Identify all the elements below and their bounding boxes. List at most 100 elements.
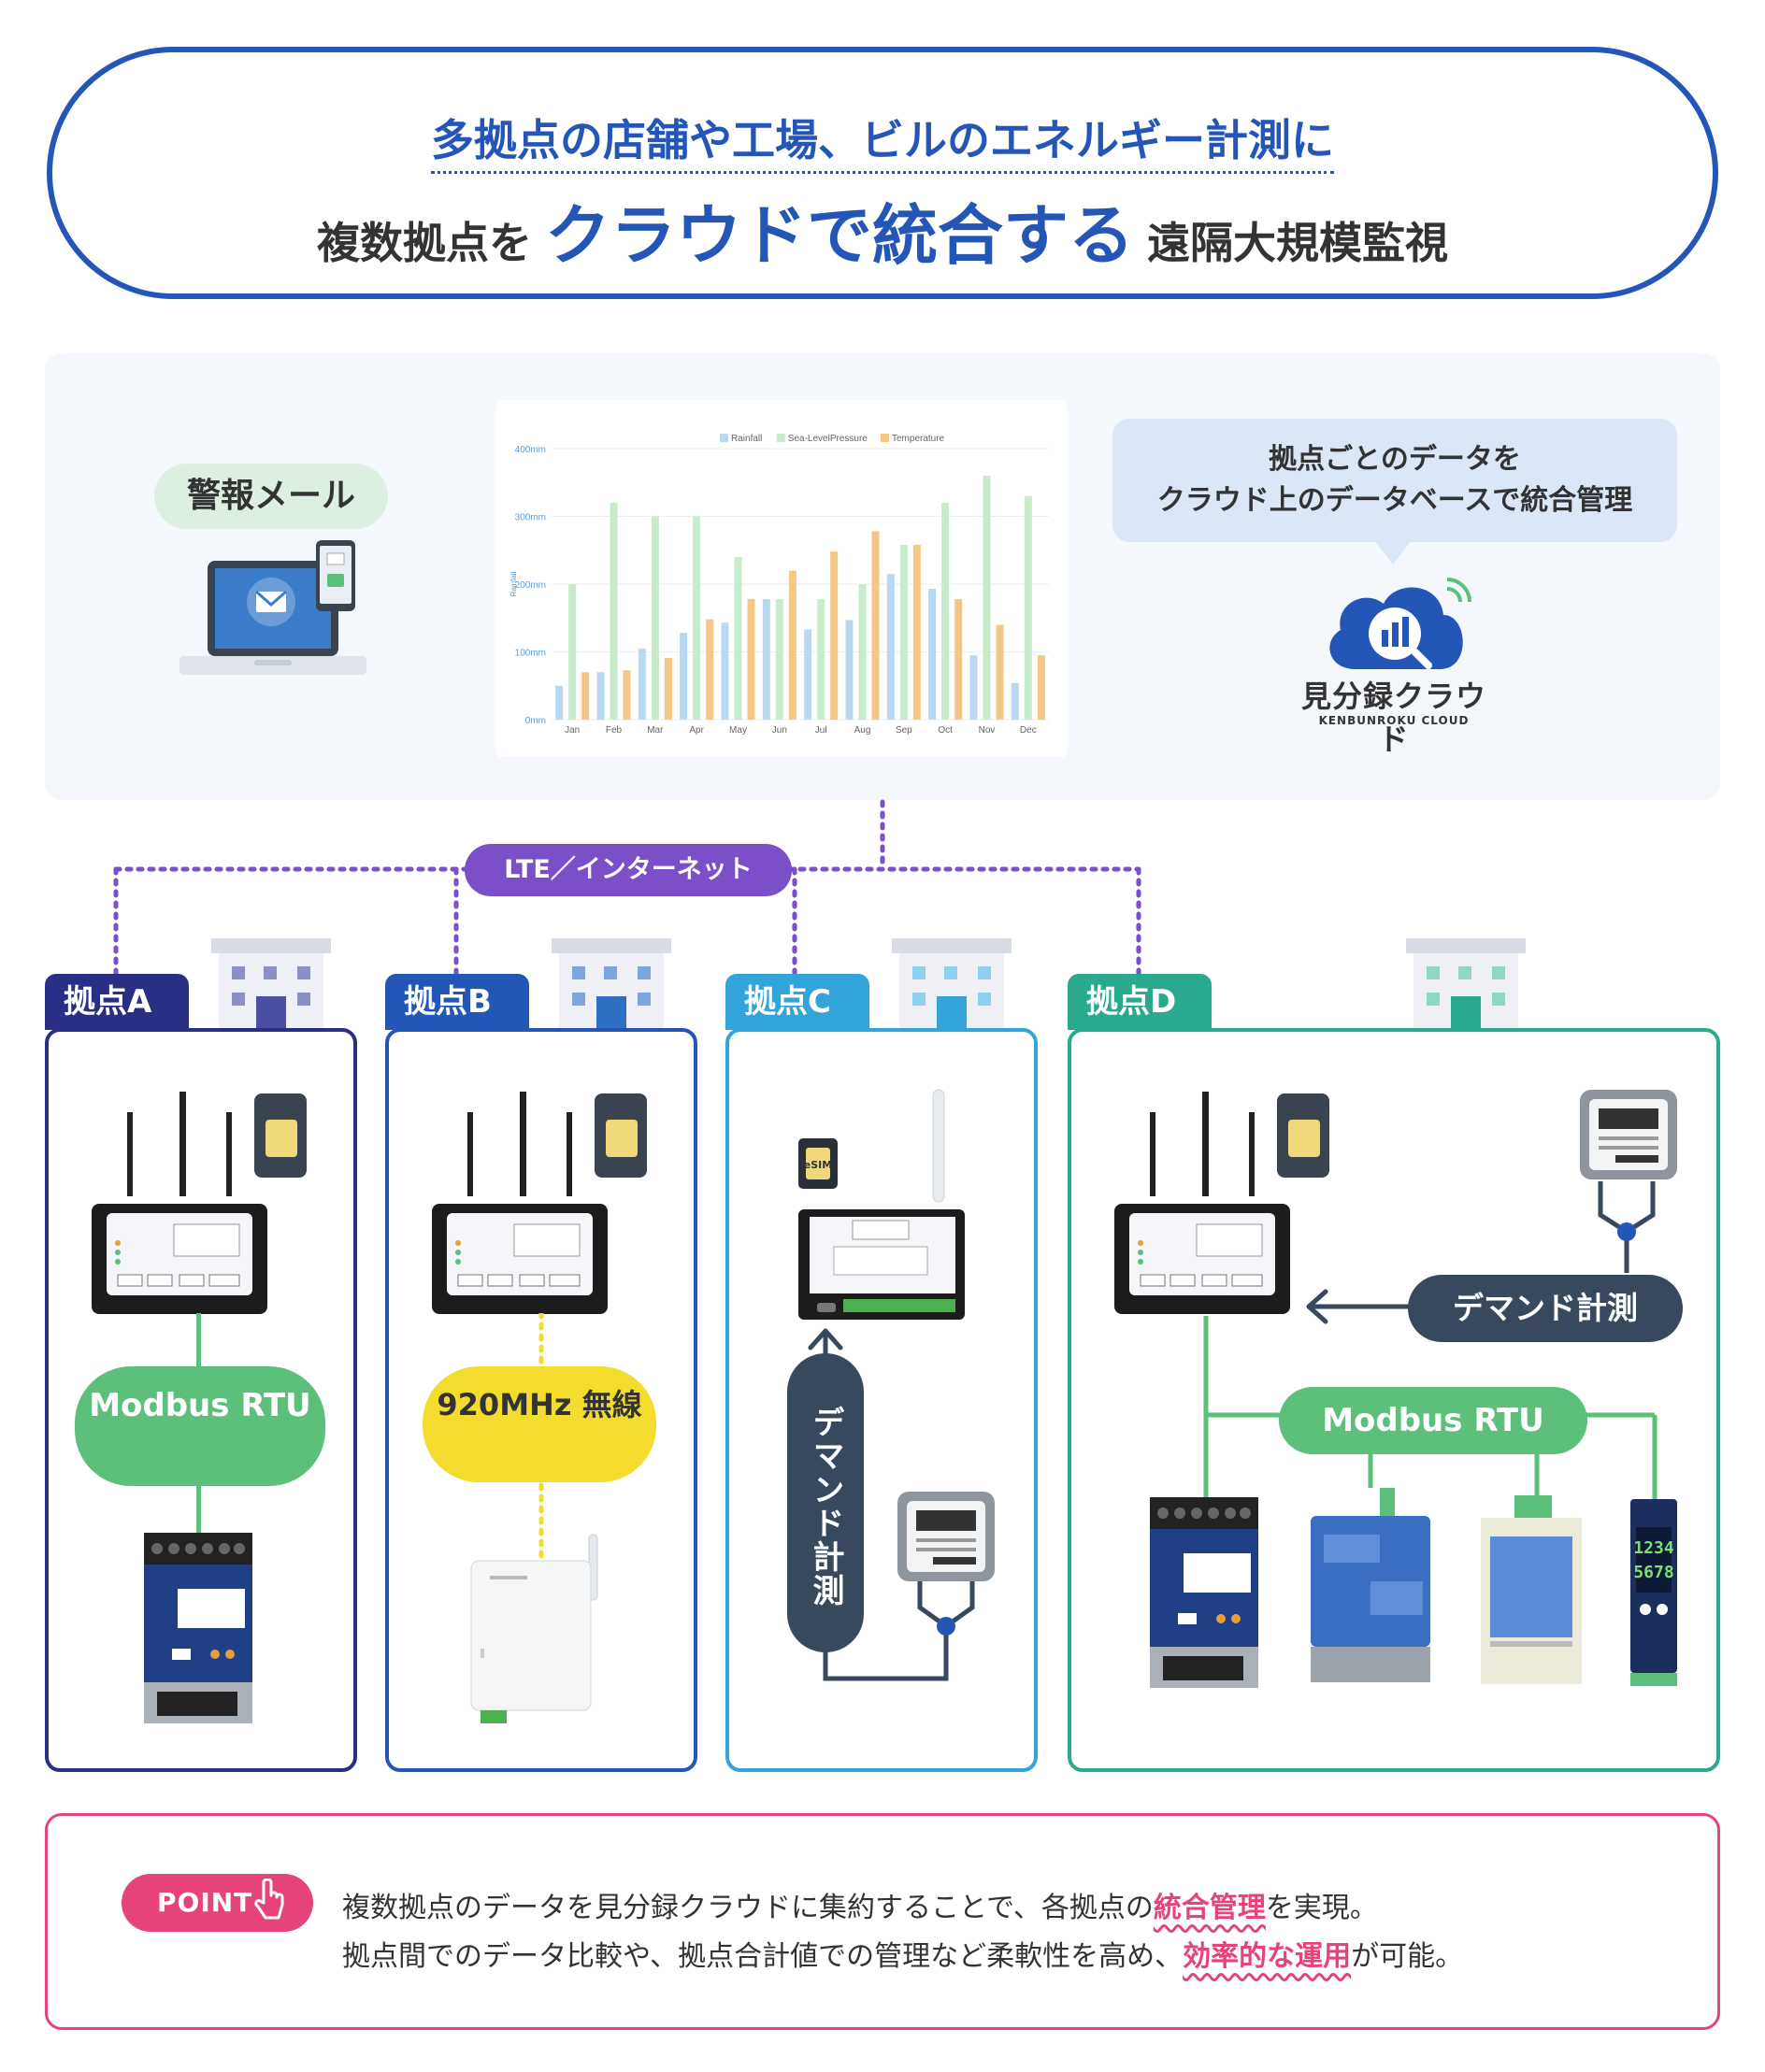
bar-rainfall bbox=[969, 655, 978, 720]
bar-rainfall bbox=[555, 685, 564, 720]
bar-temperature bbox=[1037, 655, 1045, 720]
meter-digits-top: 1234 bbox=[1633, 1538, 1674, 1558]
bar-temperature bbox=[954, 598, 963, 720]
site-c-demand-label: デマンド計測 bbox=[807, 1406, 844, 1608]
cloud-logo-icon bbox=[1329, 578, 1471, 669]
laptop-mail-icon bbox=[179, 540, 366, 675]
bar-rainfall bbox=[804, 629, 812, 720]
x-tick-label: Mar bbox=[647, 725, 664, 736]
x-tick-label: Feb bbox=[606, 725, 623, 736]
bar-sea-levelpressure bbox=[568, 584, 577, 720]
terminal-unit-icon bbox=[1481, 1495, 1582, 1684]
y-tick-label: 300mm bbox=[515, 513, 546, 523]
site-d-demand-label: デマンド計測 bbox=[1408, 1275, 1683, 1342]
site-c-box bbox=[725, 1028, 1038, 1772]
legend-swatch bbox=[776, 434, 785, 442]
point-line1: 複数拠点のデータを見分録クラウドに集約することで、各拠点の統合管理を実現。 bbox=[342, 1892, 1378, 1924]
bar-sea-levelpressure bbox=[651, 516, 659, 720]
power-meter-d-icon bbox=[1580, 1090, 1677, 1179]
bar-rainfall bbox=[928, 589, 937, 720]
bar-temperature bbox=[871, 531, 880, 720]
site-c-demand-wiring bbox=[808, 1328, 975, 1681]
legend-swatch bbox=[881, 434, 889, 442]
header-line2: 複数拠点をクラウドで統合する遠隔大規模監視 bbox=[52, 183, 1713, 278]
bar-sea-levelpressure bbox=[858, 584, 867, 720]
legend-swatch bbox=[720, 434, 728, 442]
bubble-line1: 拠点ごとのデータを bbox=[1269, 443, 1521, 476]
bar-sea-levelpressure bbox=[899, 544, 908, 720]
bar-temperature bbox=[581, 672, 590, 720]
cloud-subname: KENBUNROKU CLOUD bbox=[1318, 714, 1470, 727]
io-module-a-icon bbox=[144, 1533, 252, 1723]
bar-sea-levelpressure bbox=[1024, 495, 1032, 720]
bar-sea-levelpressure bbox=[983, 476, 991, 720]
x-tick-label: Nov bbox=[979, 725, 996, 736]
io-module-d-icon bbox=[1150, 1497, 1258, 1688]
x-tick-label: Dec bbox=[1020, 725, 1037, 736]
bar-sea-levelpressure bbox=[693, 516, 701, 720]
site-a-link-top bbox=[196, 1313, 201, 1369]
x-tick-label: Sep bbox=[896, 725, 912, 736]
digital-meter-icon: 1234 5678 bbox=[1630, 1499, 1677, 1686]
x-tick-label: Jun bbox=[772, 725, 787, 736]
header-line2-suffix: 遠隔大規模監視 bbox=[1147, 218, 1448, 268]
bar-rainfall bbox=[762, 598, 770, 720]
legend-entry: Temperature bbox=[892, 434, 945, 444]
site-b-wireless-label: 920MHz 無線 bbox=[423, 1366, 656, 1482]
lte-internet-label: LTE／インターネット bbox=[465, 844, 792, 896]
point-highlight-efficient: 効率的な運用 bbox=[1183, 1940, 1352, 1973]
site-d-tab: 拠点D bbox=[1068, 974, 1212, 1030]
bar-rainfall bbox=[721, 622, 729, 720]
site-c-tab: 拠点C bbox=[725, 974, 869, 1030]
header-line2-prefix: 複数拠点を bbox=[317, 218, 532, 268]
building-a-icon bbox=[211, 938, 331, 1030]
bar-rainfall bbox=[886, 574, 895, 720]
lte-router-b-icon bbox=[432, 1092, 647, 1314]
y-tick-label: 100mm bbox=[515, 649, 546, 659]
bar-temperature bbox=[623, 670, 631, 720]
power-monitor-icon bbox=[1311, 1488, 1430, 1682]
network-lines bbox=[113, 799, 1141, 977]
y-axis-label: Rainfall bbox=[509, 571, 518, 596]
bubble-line2: クラウド上のデータベースで統合管理 bbox=[1156, 484, 1633, 517]
site-d-modbus-label: Modbus RTU bbox=[1279, 1387, 1587, 1454]
site-b-wireless-line bbox=[538, 1313, 544, 1565]
lte-router-a-icon bbox=[92, 1092, 307, 1314]
bar-rainfall bbox=[845, 620, 854, 720]
alert-mail-label: 警報メール bbox=[154, 464, 388, 529]
site-c-demand-pill: デマンド計測 bbox=[787, 1353, 864, 1652]
cloud-name: 見分録クラウド bbox=[1300, 679, 1486, 757]
pointing-hand-icon bbox=[254, 1879, 284, 1920]
bar-sea-levelpressure bbox=[734, 557, 742, 720]
wireless-unit-icon bbox=[470, 1534, 598, 1723]
site-d-wiring bbox=[1203, 1181, 1657, 1505]
y-tick-label: 400mm bbox=[515, 445, 546, 455]
bar-rainfall bbox=[680, 633, 688, 720]
lte-gateway-c-icon bbox=[798, 1089, 965, 1320]
bar-rainfall bbox=[638, 648, 646, 720]
bar-temperature bbox=[912, 544, 921, 720]
meter-digits-bottom: 5678 bbox=[1633, 1563, 1673, 1582]
x-tick-label: Oct bbox=[938, 725, 953, 736]
x-tick-label: Aug bbox=[854, 725, 871, 736]
x-tick-label: Jan bbox=[565, 725, 580, 736]
x-tick-label: May bbox=[729, 725, 747, 736]
bar-sea-levelpressure bbox=[817, 598, 825, 720]
bar-temperature bbox=[747, 598, 755, 720]
legend-entry: Rainfall bbox=[731, 434, 762, 444]
lte-router-d-icon bbox=[1114, 1092, 1329, 1314]
bar-sea-levelpressure bbox=[775, 598, 783, 720]
power-meter-c-icon bbox=[897, 1492, 995, 1581]
bar-temperature bbox=[830, 551, 839, 720]
bar-temperature bbox=[996, 624, 1004, 720]
legend-entry: Sea-LevelPressure bbox=[788, 434, 868, 444]
building-c-icon bbox=[892, 938, 1012, 1030]
point-line2: 拠点間でのデータ比較や、拠点合計値での管理など柔軟性を高め、効率的な運用が可能。 bbox=[342, 1940, 1464, 1973]
site-b-tab: 拠点B bbox=[385, 974, 529, 1030]
bar-temperature bbox=[706, 619, 714, 720]
bar-rainfall bbox=[596, 672, 605, 720]
header-line2-emph: クラウドで統合する bbox=[545, 197, 1134, 274]
esim-label: eSIM bbox=[803, 1159, 833, 1171]
